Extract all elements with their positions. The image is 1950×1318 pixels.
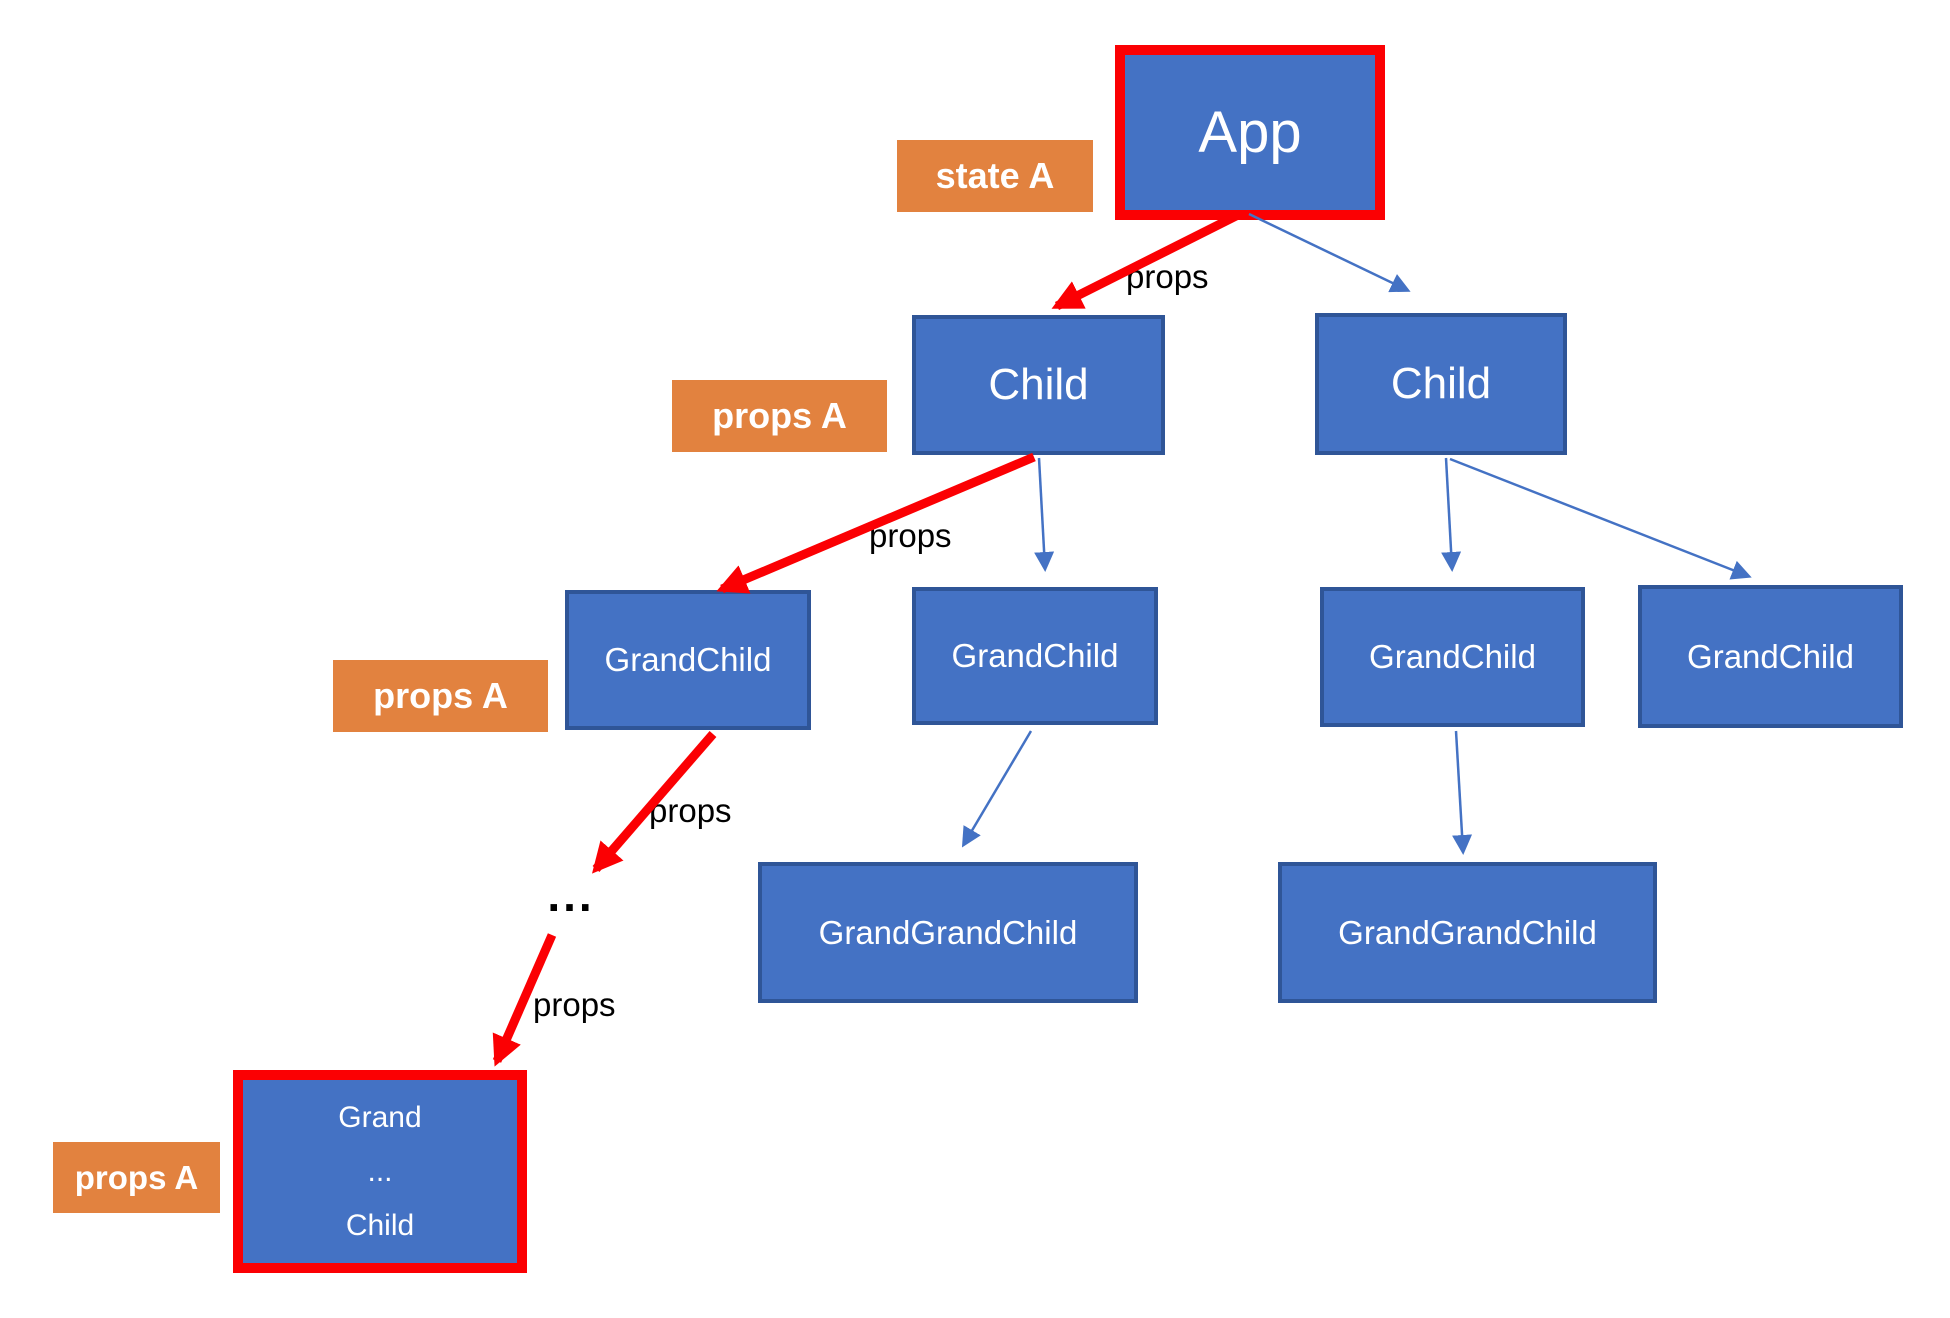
edge-label-props-app-child: props [1126,258,1209,295]
node-grandchild-3-label: GrandChild [1369,638,1536,675]
badge-props-a-bottom: props A [53,1142,220,1213]
node-grand-dots-child-line1: Grand [338,1101,422,1134]
node-child-left: Child [912,315,1165,455]
node-grand-dots-child-line3: Child [345,1209,415,1242]
badge-state-a: state A [897,140,1093,212]
node-grandchild-1: GrandChild [565,590,811,730]
node-grandchild-4-label: GrandChild [1687,637,1854,675]
node-grandchild-1-label: GrandChild [604,641,772,678]
node-app-label: App [1198,100,1302,165]
node-grand-dots-child: Grand ... Child [233,1070,527,1273]
node-grandchild-2-label: GrandChild [951,637,1119,674]
blue-arrow-app-to-child-right [1248,212,1411,293]
badge-props-a-grandchild: props A [333,660,548,732]
node-grandchild-3: GrandChild [1320,587,1585,727]
edge-label-props-dots-bottom: props [533,986,616,1023]
badge-props-a-child: props A [672,380,887,452]
tree-continuation-ellipsis: ... [547,869,595,921]
node-child-right: Child [1315,313,1567,455]
blue-arrow-child-left-to-grandchild-2 [1034,457,1055,572]
node-app: App [1115,45,1385,220]
blue-arrow-child-right-to-grandchild-4 [1449,457,1752,580]
node-grandgrandchild-right: GrandGrandChild [1278,862,1657,1003]
node-grandgrandchild-left-label: GrandGrandChild [818,913,1078,951]
node-grandgrandchild-right-label: GrandGrandChild [1338,913,1597,951]
blue-arrow-grandchild-3-to-grandgrandchild-right [1452,730,1473,855]
node-child-left-label: Child [988,360,1089,409]
node-child-right-label: Child [1390,359,1492,408]
blue-arrow-grandchild-2-to-grandgrandchild-left [961,730,1033,848]
edge-label-props-grandchild-dots: props [649,792,732,829]
edge-label-props-child-grandchild: props [869,517,952,554]
node-grand-dots-child-line2: ... [367,1155,393,1188]
node-grandchild-2: GrandChild [912,587,1158,725]
blue-arrow-child-right-to-grandchild-3 [1441,457,1462,572]
node-grandgrandchild-left: GrandGrandChild [758,862,1138,1003]
node-grandchild-4: GrandChild [1638,585,1903,728]
